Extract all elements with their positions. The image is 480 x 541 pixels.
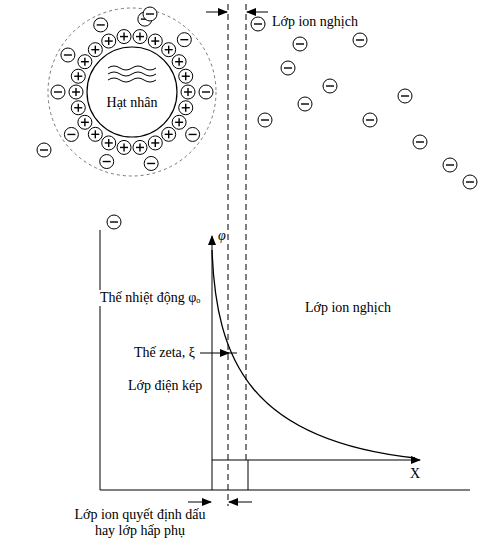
negative-ion bbox=[413, 135, 427, 149]
negative-ion bbox=[323, 79, 337, 93]
ion-symbols bbox=[37, 7, 477, 229]
negative-ion bbox=[107, 215, 121, 229]
negative-ion bbox=[463, 175, 477, 189]
positive-ion bbox=[69, 85, 83, 99]
positive-ion bbox=[88, 43, 102, 57]
negative-ion bbox=[258, 113, 272, 127]
dimension-arrow bbox=[247, 12, 268, 13]
positive-ion bbox=[148, 34, 162, 48]
positive-ion bbox=[88, 127, 102, 141]
dimension-arrow bbox=[229, 502, 252, 503]
x-axis bbox=[212, 460, 420, 461]
negative-ion bbox=[143, 7, 157, 21]
guide-line bbox=[228, 4, 229, 506]
nucleus-circle: Hạt nhân bbox=[86, 46, 178, 138]
positive-ion bbox=[179, 69, 193, 83]
negative-ion bbox=[51, 85, 65, 99]
leader-line bbox=[200, 353, 229, 354]
positive-ion bbox=[172, 55, 186, 69]
positive-ion bbox=[162, 127, 176, 141]
negative-ion bbox=[177, 33, 191, 47]
frame-line bbox=[248, 460, 249, 490]
negative-ion bbox=[353, 33, 367, 47]
negative-ion bbox=[251, 17, 265, 31]
micelle-boundary bbox=[48, 8, 216, 176]
positive-ion bbox=[78, 115, 92, 129]
layer-label: Lớp ion nghịch bbox=[272, 14, 358, 30]
negative-ion bbox=[37, 143, 51, 157]
negative-ion bbox=[100, 155, 114, 169]
phi-axis bbox=[212, 236, 213, 490]
negative-ion bbox=[64, 127, 78, 141]
positive-ion bbox=[133, 140, 147, 154]
negative-ion bbox=[293, 37, 307, 51]
negative-ion bbox=[94, 18, 108, 32]
potential-label: Thế nhiệt động φₒ bbox=[98, 290, 202, 306]
positive-ion bbox=[133, 30, 147, 44]
frame-line bbox=[100, 230, 101, 490]
positive-ion bbox=[71, 101, 85, 115]
layer-label: Lớp điện kép bbox=[126, 378, 204, 394]
negative-ion bbox=[61, 48, 75, 62]
positive-ion bbox=[181, 85, 195, 99]
axis-label: φ bbox=[218, 228, 226, 244]
positive-ion bbox=[71, 69, 85, 83]
nucleus-outline bbox=[86, 46, 178, 138]
positive-ion bbox=[78, 55, 92, 69]
negative-ion bbox=[443, 158, 457, 172]
frame-line bbox=[100, 490, 470, 491]
negative-ion bbox=[144, 156, 158, 170]
positive-ion bbox=[162, 43, 176, 57]
positive-ion bbox=[102, 34, 116, 48]
positive-ion bbox=[117, 30, 131, 44]
guide-line bbox=[246, 4, 247, 460]
layer-label: Lớp ion nghịch bbox=[305, 300, 391, 316]
positive-ion bbox=[179, 101, 193, 115]
positive-ion bbox=[102, 136, 116, 150]
layer-label: Lớp ion quyết định dấu hay lớp hấp phụ bbox=[70, 507, 210, 539]
zeta-label: Thế zeta, ξ bbox=[132, 345, 197, 361]
axis-label: X bbox=[410, 466, 420, 482]
positive-ion bbox=[172, 115, 186, 129]
negative-ion bbox=[199, 85, 213, 99]
nucleus-label: Hạt nhân bbox=[107, 73, 158, 111]
dimension-arrow bbox=[206, 12, 227, 13]
positive-ion bbox=[148, 136, 162, 150]
negative-ion bbox=[363, 113, 377, 127]
negative-ion bbox=[298, 97, 312, 111]
positive-ion bbox=[117, 140, 131, 154]
negative-ion bbox=[398, 89, 412, 103]
dimension-arrow bbox=[188, 502, 211, 503]
negative-ion bbox=[186, 127, 200, 141]
potential-curve bbox=[212, 250, 415, 458]
negative-ion bbox=[281, 61, 295, 75]
